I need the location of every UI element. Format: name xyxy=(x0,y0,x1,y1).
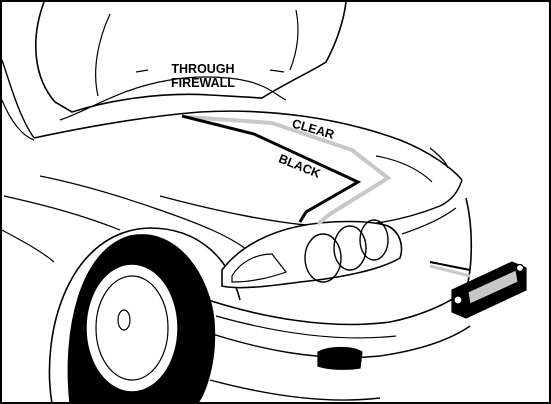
black-wire xyxy=(181,114,362,223)
label-firewall: FIREWALL xyxy=(171,76,235,90)
sensor-screw-right xyxy=(515,263,525,273)
body-edge xyxy=(1,229,55,263)
wheel-arch xyxy=(48,227,241,404)
open-hood xyxy=(35,1,347,113)
wheel-rim-inner xyxy=(95,275,169,381)
hood-front-edge xyxy=(159,179,463,227)
a-pillar xyxy=(1,59,35,139)
label-through: THROUGH xyxy=(171,62,234,76)
sensor-wire-clear xyxy=(429,264,471,278)
side-crease xyxy=(3,195,121,231)
firewall-bracket xyxy=(59,76,287,121)
turn-signal xyxy=(231,253,287,283)
sensor-face xyxy=(467,269,519,305)
headlight-lamp-2 xyxy=(333,225,367,271)
headlight-lamp-3 xyxy=(359,219,389,261)
wheel-rim xyxy=(85,263,179,393)
window-line xyxy=(1,99,35,141)
sensor-screw-left xyxy=(453,295,463,305)
fender-line xyxy=(39,175,251,253)
wheel-hub xyxy=(117,309,131,331)
hood-bulge-line-2 xyxy=(375,155,433,183)
grille-line xyxy=(401,207,457,235)
hood-outline xyxy=(33,110,463,181)
front-bumper xyxy=(195,197,473,326)
bumper-strip xyxy=(215,315,397,339)
headlight-lamp-1 xyxy=(304,233,342,283)
bumper-lower xyxy=(199,325,471,359)
sensor-wire-black xyxy=(429,261,471,271)
hood-crease xyxy=(95,13,111,97)
callout-bracket xyxy=(135,69,285,73)
fog-light xyxy=(317,346,363,370)
hood-bulge-line xyxy=(429,147,449,169)
clear-wire xyxy=(187,115,392,226)
bumper-bottom xyxy=(209,379,381,401)
headlight-housing xyxy=(221,220,403,289)
hood-crease-right xyxy=(289,9,299,71)
